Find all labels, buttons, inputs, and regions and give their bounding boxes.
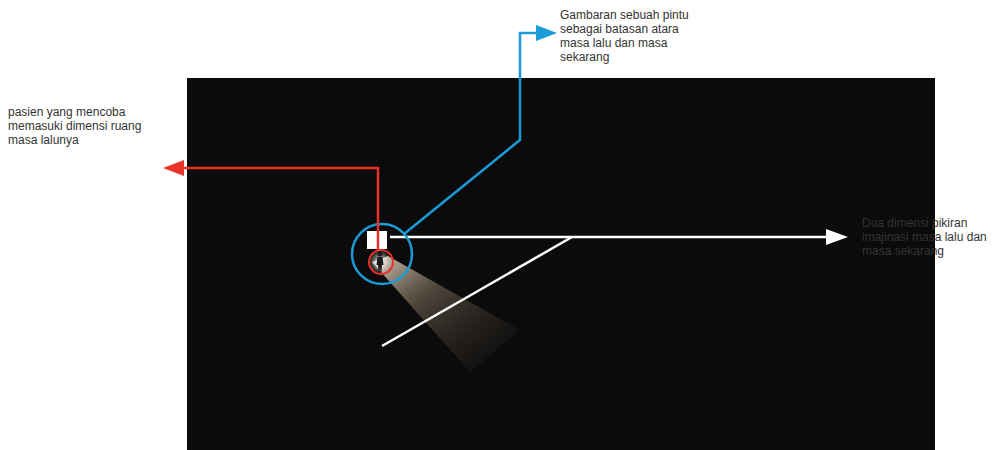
blue-leader-line xyxy=(404,33,538,234)
white-arrowhead xyxy=(826,229,848,245)
red-arrowhead xyxy=(163,160,184,176)
blue-arrowhead xyxy=(536,25,557,41)
callout-text: Dua dimensi pikiran imajinasi masa lalu … xyxy=(862,216,998,258)
blue-circle xyxy=(352,224,412,284)
callout-text: Gambaran sebuah pintu sebagai batasan at… xyxy=(560,8,700,64)
white-diagonal-line xyxy=(382,237,572,346)
callout-text: pasien yang mencoba memasuki dimensi rua… xyxy=(8,105,148,147)
person-figure xyxy=(377,252,384,272)
red-leader-line xyxy=(183,168,378,250)
red-circle xyxy=(369,250,393,274)
dark-background xyxy=(187,78,935,450)
white-arrow-line xyxy=(390,236,830,239)
light-beam xyxy=(372,256,520,372)
